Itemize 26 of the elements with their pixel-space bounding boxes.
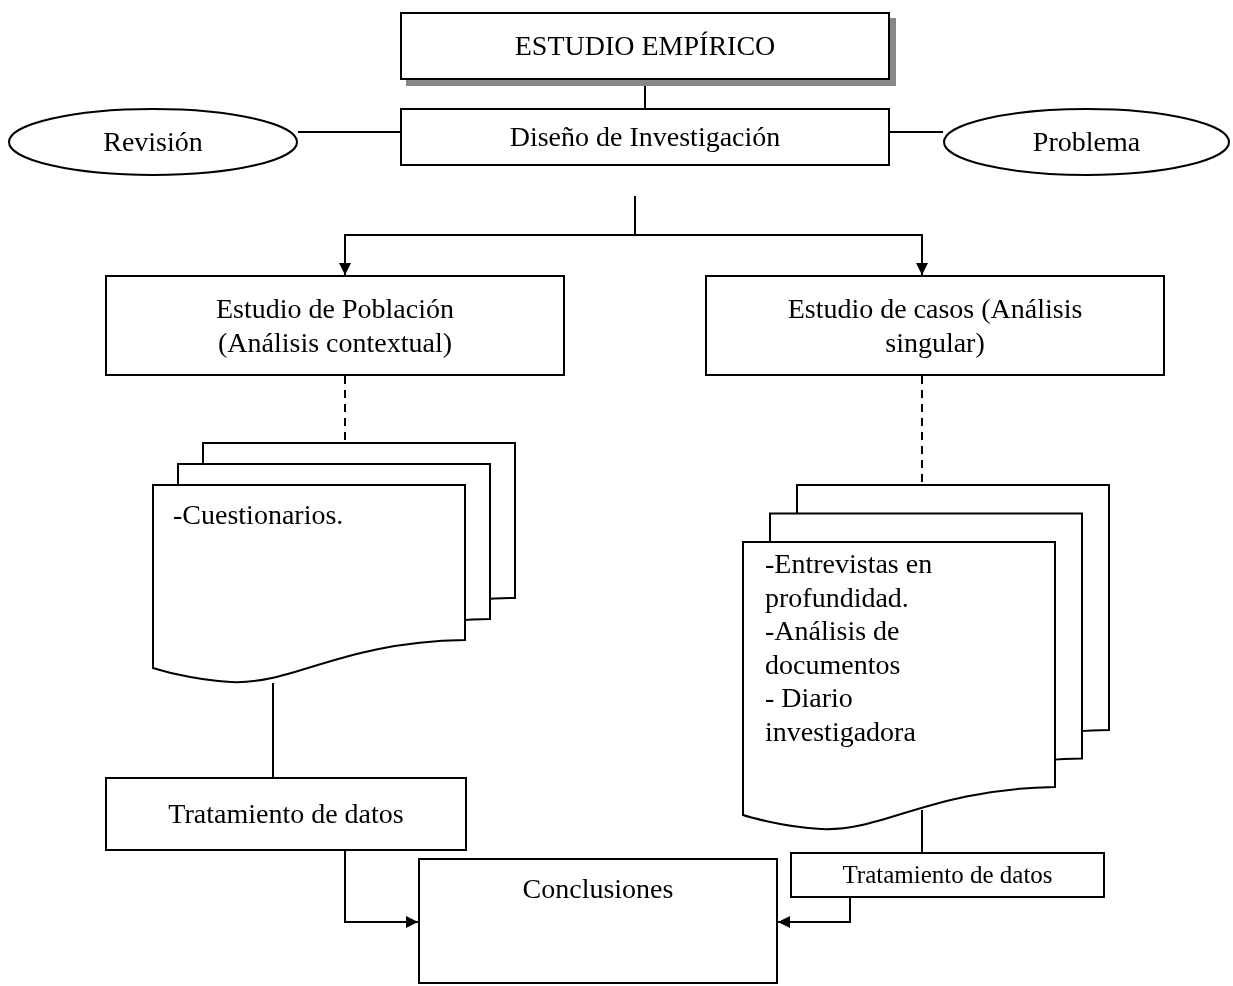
connector-line	[921, 809, 923, 853]
process-box	[105, 275, 565, 376]
arrow	[777, 897, 851, 928]
connector-line	[889, 131, 944, 133]
box-label: ESTUDIO EMPÍRICO	[514, 29, 776, 63]
process-box	[705, 275, 1165, 376]
document-text: -Entrevistas en profundidad.	[765, 547, 934, 615]
ellipse-label: Problema	[1032, 125, 1141, 159]
process-box	[400, 108, 890, 166]
arrow	[344, 850, 419, 928]
box-label: Conclusiones	[522, 872, 674, 906]
document-text: - Diario investigadora	[765, 681, 917, 749]
process-box	[790, 852, 1105, 898]
box-label: Estudio de Población (Análisis contextual)	[215, 291, 455, 360]
box-label: Tratamiento de datos	[168, 797, 404, 831]
document-text: -Análisis de documentos	[765, 614, 902, 682]
box-label: Tratamiento de datos	[842, 860, 1053, 890]
conclusion-box	[418, 858, 778, 984]
arrow	[634, 195, 928, 276]
ellipse-label: Revisión	[103, 125, 203, 159]
connector-line	[297, 131, 401, 133]
connector-line	[272, 682, 274, 778]
box-label: Estudio de casos (Análisis singular)	[786, 291, 1084, 360]
box-label: Diseño de Investigación	[509, 120, 781, 154]
document-text: -Cuestionarios.	[173, 498, 345, 532]
process-box	[105, 777, 467, 851]
